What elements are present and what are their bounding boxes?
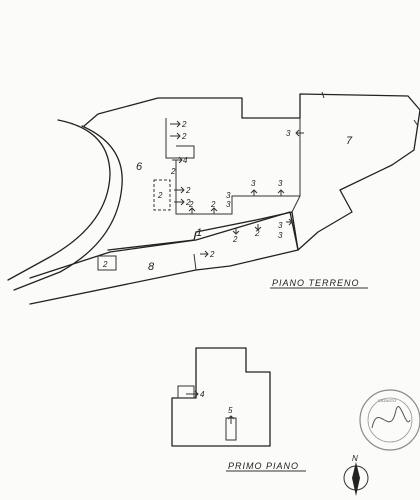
- marker-3: 3: [278, 179, 283, 188]
- first-floor-plan: 4 5: [171, 347, 271, 447]
- marker-labels: 2 2 4 2 2 2 2 2 2 3 3 3 3 3 2 2 3 3 2 2: [102, 120, 291, 269]
- arrow-marker: [250, 189, 258, 196]
- arrow-marker: [172, 156, 183, 164]
- lower-strip-outline: [29, 211, 299, 305]
- marker-2: 2: [209, 250, 215, 259]
- marker-4: 4: [200, 390, 205, 399]
- arrow-marker: [254, 224, 262, 231]
- marker-2: 2: [102, 260, 108, 269]
- room-1-label: 1: [196, 227, 202, 239]
- marker-4: 4: [183, 156, 188, 165]
- arrow-marker: [188, 207, 196, 214]
- first-floor-stair: [177, 385, 195, 399]
- marker-3: 3: [251, 179, 256, 188]
- marker-2: 2: [232, 235, 238, 244]
- marker-2: 2: [185, 186, 191, 195]
- north-label: N: [352, 454, 358, 463]
- stamp-outer-ring: [359, 389, 420, 451]
- room-7-label: 7: [346, 135, 353, 147]
- marker-3: 3: [278, 231, 283, 240]
- road-outer-edge: [7, 119, 111, 281]
- cadastral-stamp: CATASTO: [359, 389, 420, 451]
- marker-3: 3: [226, 191, 231, 200]
- first-floor-outline: [171, 347, 271, 447]
- room-8-divider: [193, 253, 197, 271]
- stamp-signature: [371, 406, 411, 429]
- stamp-inner-ring: [367, 397, 413, 443]
- north-arrow: N: [343, 454, 369, 496]
- ground-floor-plan: [7, 91, 420, 305]
- marker-3: 3: [226, 200, 231, 209]
- ground-floor-title: PIANO TERRENO: [272, 278, 360, 288]
- arrow-marker: [232, 228, 240, 235]
- marker-2: 2: [210, 200, 216, 209]
- marker-2: 2: [185, 198, 191, 207]
- stamp-text: CATASTO: [378, 398, 396, 403]
- north-needle: [352, 462, 360, 496]
- arrow-marker: [200, 250, 209, 258]
- edge-tick: [321, 91, 325, 99]
- first-floor-title: PRIMO PIANO: [228, 461, 299, 471]
- room-7-partition: [291, 118, 301, 213]
- arrow-marker: [186, 390, 199, 398]
- edge-tick-right: [413, 119, 419, 127]
- arrow-marker: [210, 207, 218, 214]
- arrow-marker: [174, 198, 185, 206]
- marker-5: 5: [228, 406, 233, 415]
- marker-3: 3: [286, 129, 291, 138]
- building-outline: [83, 93, 420, 251]
- arrow-marker: [295, 129, 304, 137]
- room-labels: 6 7 8 1: [136, 135, 353, 273]
- marker-2: 2: [188, 200, 194, 209]
- marker-2: 2: [157, 191, 163, 200]
- marker-2: 2: [170, 167, 176, 176]
- arrow-marker: [286, 218, 293, 226]
- marker-3: 3: [278, 221, 283, 230]
- arrow-marker: [174, 186, 185, 194]
- arrow-marker: [170, 132, 181, 140]
- arrow-marker: [277, 189, 285, 196]
- arrow-marker: [227, 415, 235, 424]
- room-6-partition: [165, 118, 300, 215]
- road-inner-edge: [13, 125, 123, 291]
- marker-2: 2: [181, 120, 187, 129]
- room-8-label: 8: [148, 261, 155, 273]
- dashed-alcove: [153, 179, 171, 211]
- marker-2: 2: [254, 229, 260, 238]
- arrow-marker: [170, 120, 181, 128]
- room-6-label: 6: [136, 161, 143, 173]
- marker-2: 2: [181, 132, 187, 141]
- direction-arrows: [170, 120, 304, 258]
- small-box-room-8: [97, 255, 117, 271]
